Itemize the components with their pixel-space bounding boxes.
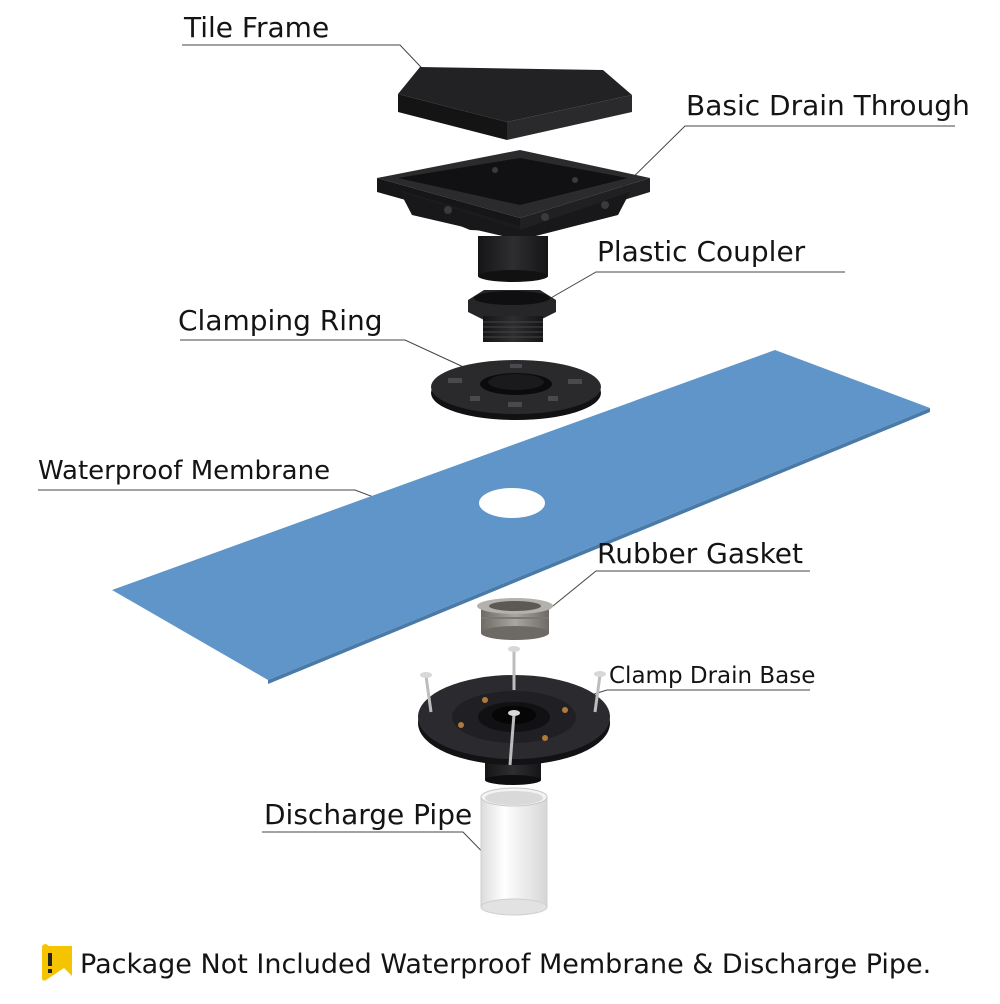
bolts [424, 650, 602, 766]
label-tile-frame: Tile Frame [184, 11, 330, 44]
waterproof-membrane-part [112, 350, 930, 684]
label-clamp-drain-base: Clamp Drain Base [609, 663, 816, 689]
leader-plastic-coupler [529, 271, 845, 311]
plastic-coupler-part [468, 290, 556, 342]
rubber-gasket-part [477, 598, 553, 640]
basic-drain-through-part [377, 150, 650, 282]
label-discharge-pipe: Discharge Pipe [264, 798, 473, 831]
label-basic-drain-through: Basic Drain Through [686, 89, 970, 122]
clamping-ring-part [431, 360, 601, 420]
label-waterproof-membrane: Waterproof Membrane [38, 456, 331, 486]
leader-rubber-gasket [547, 570, 810, 611]
leader-discharge-pipe [262, 831, 503, 873]
leader-lines [38, 44, 955, 873]
label-rubber-gasket: Rubber Gasket [597, 537, 803, 570]
tile-frame-part [398, 67, 632, 140]
label-plastic-coupler: Plastic Coupler [597, 235, 806, 268]
label-clamping-ring: Clamping Ring [178, 304, 383, 337]
leader-clamp-base [574, 689, 810, 701]
warning-icon [42, 944, 72, 981]
discharge-pipe-part [480, 787, 548, 916]
package-note-text: Package Not Included Waterproof Membrane… [80, 948, 932, 980]
package-note: Package Not Included Waterproof Membrane… [36, 944, 931, 984]
leader-clamping-ring [180, 339, 471, 371]
clamp-drain-base-part [418, 646, 610, 785]
leader-basic-drain [614, 125, 955, 196]
